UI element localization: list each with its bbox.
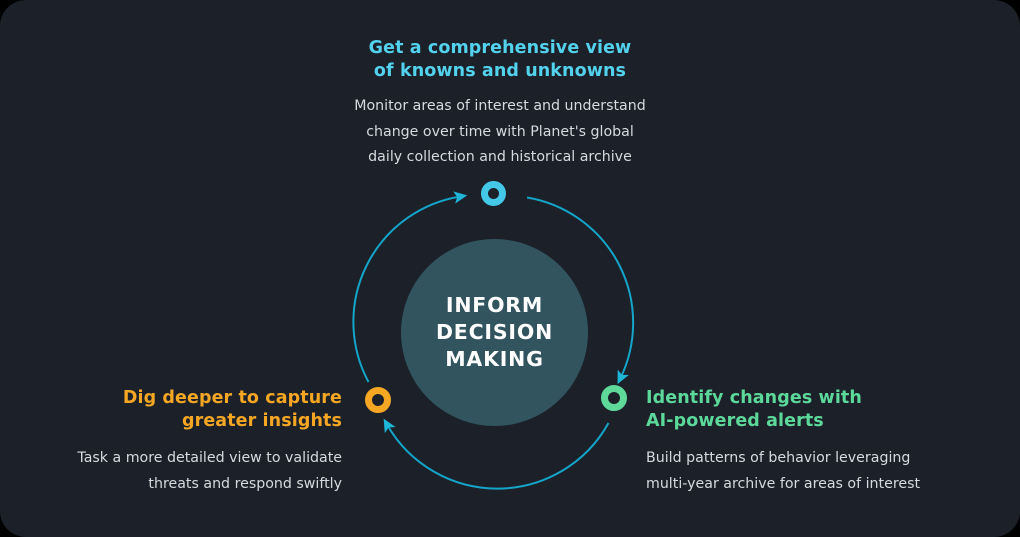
cycle-node-top-icon (481, 181, 506, 206)
arc-right-to-left (383, 418, 610, 490)
center-hub: INFORM DECISION MAKING (401, 239, 588, 426)
callout-left: Dig deeper to capture greater insights T… (40, 387, 342, 497)
cycle-node-left-icon (365, 387, 391, 413)
callout-left-title: Dig deeper to capture greater insights (122, 388, 342, 431)
arc-top-to-right (526, 196, 635, 385)
callout-right-body: Build patterns of behavior leveraging mu… (646, 450, 921, 492)
callout-top: Get a comprehensive view of knowns and u… (310, 37, 690, 171)
callout-top-body: Monitor areas of interest and understand… (354, 98, 646, 165)
center-hub-label: INFORM DECISION MAKING (435, 293, 554, 371)
callout-top-title: Get a comprehensive view of knowns and u… (368, 38, 632, 81)
cycle-node-right-icon (601, 385, 627, 411)
arc-left-to-top (352, 191, 468, 383)
callout-right: Identify changes with AI-powered alerts … (646, 387, 951, 497)
callout-left-body: Task a more detailed view to validate th… (77, 450, 342, 492)
callout-right-title: Identify changes with AI-powered alerts (646, 388, 862, 431)
